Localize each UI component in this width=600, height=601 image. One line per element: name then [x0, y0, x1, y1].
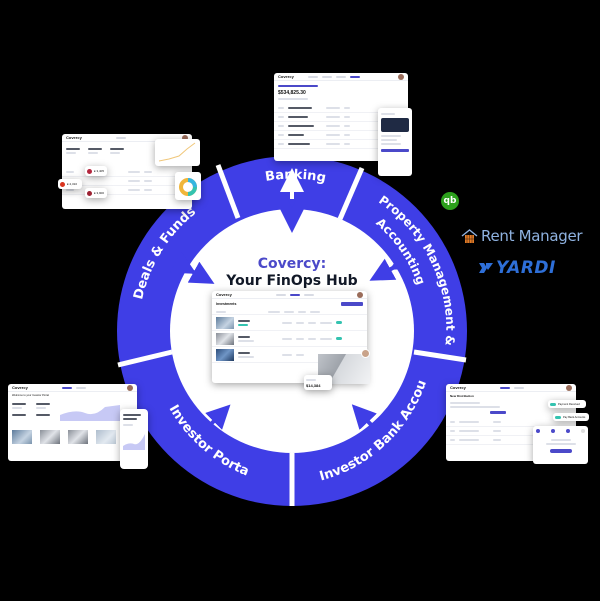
portal-welcome: Welcome to your Investor Portal [12, 394, 49, 397]
card-logo: Covercy [66, 135, 82, 140]
rent-manager-text: Rent Manager [481, 227, 583, 245]
deals-screenshot: Covercy [62, 134, 192, 209]
currency-amount: £ 2,310 [67, 182, 78, 186]
house-icon [461, 228, 478, 243]
new-investment-button[interactable] [341, 302, 363, 306]
donut-chart-panel [175, 172, 201, 200]
hub-brand: Covercy: [257, 256, 327, 272]
bank-balance: $534,825.30 [278, 90, 306, 96]
hub-subtitle: Your FinOps Hub [226, 273, 358, 289]
avatar [357, 291, 363, 298]
distribution-title: New Distribution [450, 394, 474, 398]
yardi-logo: YARDI [479, 258, 556, 278]
yardi-mark-icon [479, 263, 493, 273]
distribute-button[interactable] [490, 411, 506, 414]
quickbooks-logo: qb [441, 192, 459, 210]
value-badge: $14,384 [306, 383, 321, 388]
investor-portal-mobile [120, 409, 148, 469]
segment-label-banking[interactable]: Banking [264, 168, 327, 186]
payment-received-toggle[interactable]: Payment Received [548, 400, 586, 408]
yardi-text: YARDI [496, 258, 556, 278]
hub-title: Covercy: Your FinOps Hub [192, 256, 392, 290]
investor-portal-screenshot: Covercy Welcome to your Investor Portal [8, 384, 137, 461]
pay-bank-accounts-toggle[interactable]: Pay Bank Accounts [553, 413, 589, 421]
deals-chart-panel [155, 139, 200, 166]
card-logo: Covercy [216, 292, 232, 297]
advisor-avatar [361, 349, 370, 358]
investments-title: Investments [216, 302, 237, 306]
currency-chip-2: £ 3,405 [85, 166, 107, 176]
bank-card-panel [378, 108, 412, 176]
rent-manager-logo: Rent Manager [461, 227, 583, 245]
card-logo: Covercy [12, 385, 28, 390]
toggle-label: Payment Received [558, 402, 580, 406]
currency-amount: £ 3,900 [94, 191, 105, 195]
currency-chip-3: £ 3,900 [85, 188, 107, 198]
toggle-label: Pay Bank Accounts [563, 415, 586, 419]
currency-amount: £ 3,405 [94, 169, 105, 173]
value-badge-card: $14,384 [304, 375, 332, 390]
distribution-steps-panel [533, 426, 588, 464]
card-logo: Covercy [450, 385, 466, 390]
card-logo: Covercy [278, 74, 294, 79]
currency-chip-1: £ 2,310 [58, 179, 82, 189]
